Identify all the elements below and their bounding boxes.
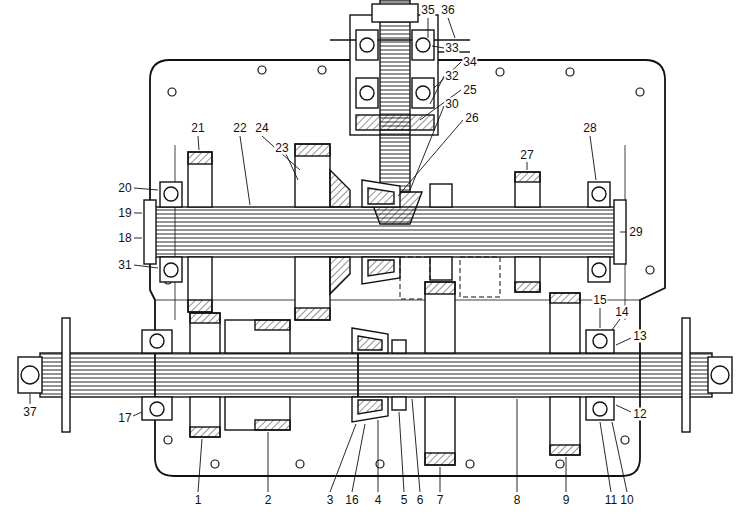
callout-number: 7 (436, 494, 445, 507)
callout-number: 32 (444, 70, 459, 83)
callout-number: 28 (582, 122, 597, 135)
callout-number: 1 (194, 494, 203, 507)
callout-number: 6 (416, 494, 425, 507)
callout-number: 37 (22, 406, 37, 419)
callout-number: 27 (519, 149, 534, 162)
callout-number: 26 (464, 112, 479, 125)
callout-number: 12 (632, 408, 647, 421)
callout-number: 36 (440, 4, 455, 17)
callout-number: 14 (614, 306, 629, 319)
callout-number: 21 (190, 122, 205, 135)
callout-number: 17 (117, 412, 132, 425)
callout-number: 35 (420, 4, 435, 17)
callout-number: 2 (264, 494, 273, 507)
callout-number: 30 (444, 98, 459, 111)
callout-number: 15 (592, 294, 607, 307)
callout-number: 10 (619, 494, 634, 507)
callout-number: 18 (117, 232, 132, 245)
sliding-gear-outline (400, 257, 500, 299)
upper-shaft (144, 144, 626, 320)
callout-number: 16 (344, 494, 359, 507)
bevel-drive-assembly (330, 0, 470, 224)
callout-number: 3 (326, 494, 335, 507)
callout-number: 20 (117, 182, 132, 195)
callout-number: 31 (117, 259, 132, 272)
callout-number: 33 (444, 42, 459, 55)
callout-number: 25 (462, 84, 477, 97)
leader-lines (30, 18, 631, 492)
callout-number: 34 (462, 56, 477, 69)
callout-number: 22 (232, 122, 247, 135)
callout-number: 24 (254, 122, 269, 135)
housing-outline (150, 60, 665, 476)
callout-number: 23 (274, 142, 289, 155)
callout-number: 8 (513, 494, 522, 507)
callout-number: 29 (628, 226, 643, 239)
bolt-holes (164, 66, 654, 468)
lower-shaft (18, 282, 732, 465)
callout-number: 4 (374, 494, 383, 507)
callout-number: 13 (632, 330, 647, 343)
callout-number: 5 (400, 494, 409, 507)
callout-number: 11 (604, 494, 618, 507)
callout-number: 9 (562, 494, 571, 507)
callout-number: 19 (117, 207, 132, 220)
